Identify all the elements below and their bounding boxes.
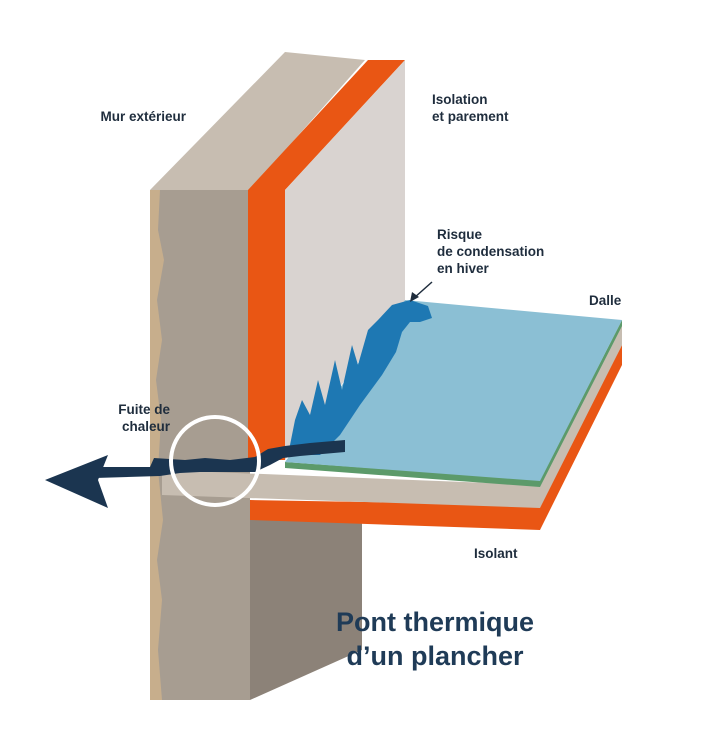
label-mur-exterieur: Mur extérieur — [60, 108, 186, 125]
thermal-bridge-highlight-circle — [169, 415, 261, 507]
label-fuite-line1: Fuite de — [118, 402, 170, 417]
label-risque-condensation: Risque de condensation en hiver — [437, 226, 544, 277]
label-isolant: Isolant — [474, 545, 518, 562]
wall-insulation-top — [248, 60, 405, 190]
slab-concrete-edge — [162, 322, 622, 508]
wall-rough-edge — [150, 190, 164, 700]
diagram-title: Pont thermique d’un plancher — [300, 605, 570, 673]
slab-insulation — [250, 345, 622, 530]
label-risque-line1: Risque — [437, 227, 483, 242]
condensation-pointer-line — [413, 281, 433, 299]
interior-panel — [285, 60, 405, 460]
label-isolation-line2: et parement — [432, 109, 509, 124]
label-risque-line2: de condensation — [437, 244, 545, 259]
heat-leak-arrowhead — [45, 455, 108, 508]
title-line1: Pont thermique — [335, 607, 534, 637]
wall-insulation-front — [248, 190, 285, 460]
slab-top-surface — [285, 300, 622, 481]
label-dalle-text: Dalle — [589, 293, 622, 308]
label-isolation-line1: Isolation — [432, 92, 488, 107]
label-dalle: Dalle — [589, 292, 621, 309]
wall-front-face — [150, 190, 250, 700]
slab-green-edge — [285, 320, 622, 487]
label-fuite-chaleur: Fuite de chaleur — [60, 401, 170, 435]
label-isolant-text: Isolant — [474, 546, 518, 561]
condensation-pointer-head — [410, 292, 419, 302]
label-mur-exterieur-text: Mur extérieur — [100, 109, 186, 124]
condensation-stain — [288, 300, 432, 455]
heat-leak-path — [95, 440, 345, 478]
title-line2: d’un plancher — [346, 641, 524, 671]
label-fuite-line2: chaleur — [121, 419, 170, 434]
lower-wall-side-face — [250, 516, 362, 700]
wall-top-face — [150, 52, 365, 190]
label-risque-line3: en hiver — [437, 261, 489, 276]
label-isolation-parement: Isolation et parement — [432, 91, 509, 125]
